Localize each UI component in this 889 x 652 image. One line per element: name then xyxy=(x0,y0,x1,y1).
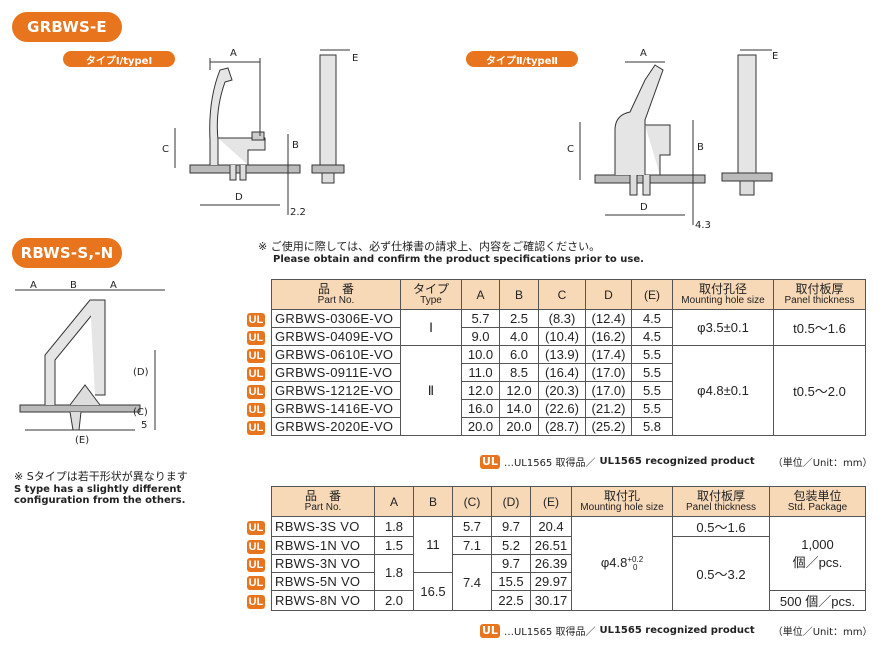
type1-side-view: E xyxy=(311,49,358,184)
type2-diagram: A C B D 4.3 xyxy=(567,48,711,231)
dim-a2-label: A xyxy=(640,48,647,59)
dim-c2-label: C xyxy=(567,144,574,155)
type1-tag: タイプⅠ/typeⅠ xyxy=(63,51,175,67)
type2-side-view: E xyxy=(721,49,778,196)
table-row: UL RBWS-1N VO 1.5 7.1 5.2 26.51 0.5～3.2 xyxy=(244,536,866,611)
type1-diagram: A C B D 2.2 xyxy=(162,48,306,218)
rb-5: 5 xyxy=(141,420,147,431)
rb-a-left: A xyxy=(30,280,37,291)
table-row: UL RBWS-3S VO 1.8 11 5.7 9.7 20.4 φ4.8+0… xyxy=(244,516,866,611)
rb-d: (D) xyxy=(133,367,149,378)
dim-c-label: C xyxy=(162,144,169,155)
stype-note: ※ Sタイプは若干形状が異なります S type has a slightly … xyxy=(14,470,188,506)
table-row: UL RBWS-8N VO 2.0 22.5 30.17 500 個／pcs. xyxy=(244,590,866,611)
spec-notice: ※ ご使用に際しては、必ず仕様書の請求上、内容をご確認ください。 Please … xyxy=(258,240,644,265)
rb-a-right: A xyxy=(110,280,117,291)
side2-e-label: E xyxy=(772,51,778,62)
rb-e: (E) xyxy=(75,435,89,446)
section-title-grbws: GRBWS-E xyxy=(12,12,122,42)
section-title-rbws: RBWS-S,-N xyxy=(12,238,122,268)
dim-d-label: D xyxy=(235,192,243,203)
side-e-label: E xyxy=(352,53,358,64)
dim-b-label: B xyxy=(292,140,299,151)
dim-2.2-label: 2.2 xyxy=(290,207,306,218)
type2-tag: タイプⅡ/typeⅡ xyxy=(466,51,578,67)
dim-4.3-label: 4.3 xyxy=(695,220,711,231)
rbws-diagram: A B A (D) (C) 5 (E) xyxy=(15,280,165,446)
rb-c: (C) xyxy=(133,407,148,418)
dim-d2-label: D xyxy=(640,202,648,213)
rb-b: B xyxy=(70,280,77,291)
dim-b2-label: B xyxy=(697,142,704,153)
table-row: UL RBWS-3N VO 1.8 7.4 9.7 26.39 xyxy=(244,554,866,611)
ul-note-2: UL …UL1565 取得品／UL1565 recognized product… xyxy=(480,623,873,638)
ul-note-1: UL …UL1565 取得品／UL1565 recognized product… xyxy=(480,454,873,469)
dim-a-label: A xyxy=(230,48,237,59)
